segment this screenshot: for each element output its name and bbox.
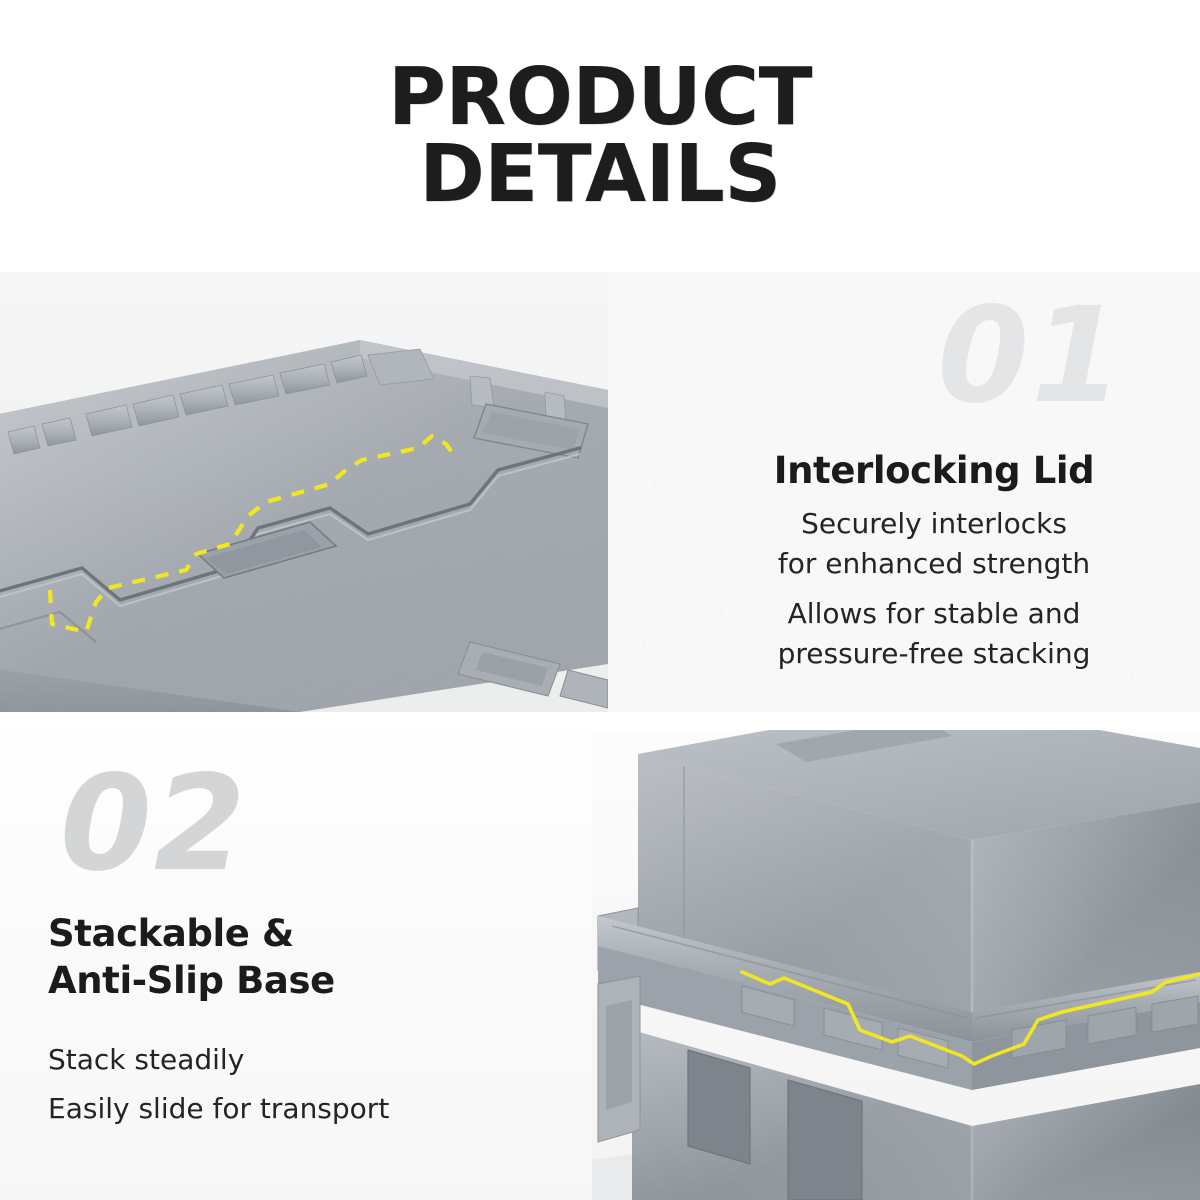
corner-latch-cluster <box>457 641 608 709</box>
interlocking-lid-photo <box>0 272 608 712</box>
feature-panel-2: 02 Stackable & Anti-Slip Base Stack stea… <box>0 720 1200 1200</box>
feature-1-number: 01 <box>937 279 1125 433</box>
lid-latch-posts <box>367 348 567 425</box>
feature-1-heading: Interlocking Lid <box>773 449 1095 492</box>
feature-1-body-line-3: Allows for stable and <box>787 597 1081 631</box>
feature-panel-1: 01 Interlocking Lid Securely interlocks … <box>0 272 1200 720</box>
feature-1-text: 01 Interlocking Lid Securely interlocks … <box>700 272 1200 720</box>
rim-notch-blocks-right <box>1011 995 1199 1059</box>
feature-1-body-line-4: pressure-free stacking <box>777 637 1091 671</box>
feature-1-body-group-a: Securely interlocks for enhanced strengt… <box>700 504 1168 584</box>
feature-2-heading-line-1: Stackable & <box>48 912 294 955</box>
page-title-line-2: DETAILS <box>419 128 781 220</box>
stacked-crates-illustration <box>592 730 1200 1200</box>
page-header: PRODUCT DETAILS <box>0 0 1200 272</box>
stackable-base-photo <box>592 730 1200 1200</box>
feature-1-body-group-b: Allows for stable and pressure-free stac… <box>700 594 1168 674</box>
feature-2-body-line-2: Easily slide for transport <box>48 1091 390 1125</box>
lid-illustration <box>0 272 608 712</box>
hinge-knuckles <box>7 354 368 455</box>
feature-1-body: Securely interlocks for enhanced strengt… <box>700 504 1168 674</box>
feature-2-heading: Stackable & Anti-Slip Base <box>48 910 335 1005</box>
feature-2-text: 02 Stackable & Anti-Slip Base Stack stea… <box>48 720 568 1200</box>
stacking-rim-highlight-line <box>740 970 1200 1066</box>
feature-1-body-line-1: Securely interlocks <box>801 507 1067 540</box>
feature-2-heading-line-2: Anti-Slip Base <box>48 959 335 1003</box>
feature-2-body-line-1: Stack steadily <box>48 1043 245 1076</box>
feature-1-body-line-2: for enhanced strength <box>777 547 1091 581</box>
hand-hole-cutouts <box>687 1049 863 1200</box>
feature-2-body: Stack steadily Easily slide for transpor… <box>48 1036 389 1133</box>
page-title: PRODUCT DETAILS <box>388 58 812 214</box>
feature-2-number: 02 <box>60 747 248 901</box>
page-title-line-1: PRODUCT <box>388 51 812 144</box>
panel-2-text-background <box>0 712 594 1200</box>
